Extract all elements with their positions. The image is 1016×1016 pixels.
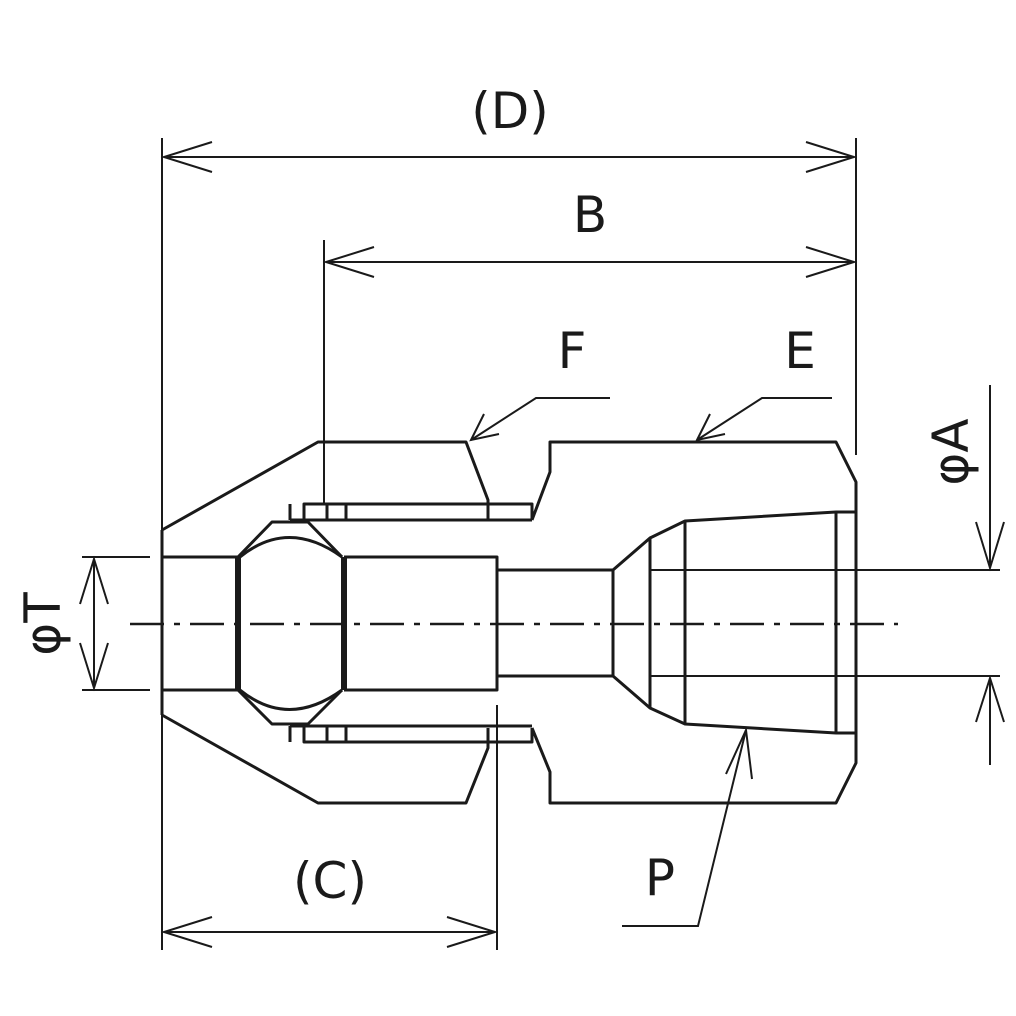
label-f: F bbox=[558, 322, 587, 380]
label-b: B bbox=[573, 186, 607, 244]
arrowhead-icon bbox=[79, 642, 109, 692]
dimension-phi-t bbox=[79, 555, 150, 692]
arrowhead-icon bbox=[975, 674, 1005, 723]
label-phi-t: φT bbox=[14, 592, 72, 656]
leader-line-f bbox=[470, 397, 610, 441]
leader-p bbox=[622, 726, 753, 927]
dimension-d bbox=[160, 138, 858, 950]
arrowhead-icon bbox=[805, 141, 858, 173]
arrowhead-icon bbox=[160, 141, 213, 173]
leader-line-p bbox=[622, 729, 747, 927]
arrowhead-icon bbox=[446, 916, 499, 948]
arrowhead-icon bbox=[975, 521, 1005, 572]
arrowhead-icon bbox=[725, 726, 753, 780]
leader-e bbox=[695, 397, 832, 442]
leader-line-e bbox=[696, 397, 832, 441]
label-c: (C) bbox=[293, 852, 367, 910]
fitting-outline bbox=[160, 440, 858, 805]
arrowhead-icon bbox=[805, 246, 858, 278]
label-d: (D) bbox=[471, 82, 549, 140]
arrowhead-icon bbox=[79, 555, 109, 605]
female-thread bbox=[649, 510, 1000, 735]
label-p: P bbox=[645, 849, 675, 907]
arrowhead-icon bbox=[469, 413, 500, 442]
leader-f bbox=[469, 397, 610, 442]
nut-interface bbox=[290, 502, 534, 744]
dimension-c bbox=[160, 705, 499, 950]
label-phi-a: φA bbox=[922, 418, 980, 485]
arrowhead-icon bbox=[160, 916, 213, 948]
arrowhead-icon bbox=[695, 413, 726, 442]
dimension-phi-a bbox=[975, 385, 1005, 765]
arrowhead-icon bbox=[322, 246, 375, 278]
label-e: E bbox=[784, 322, 816, 380]
dimension-b bbox=[322, 240, 858, 505]
